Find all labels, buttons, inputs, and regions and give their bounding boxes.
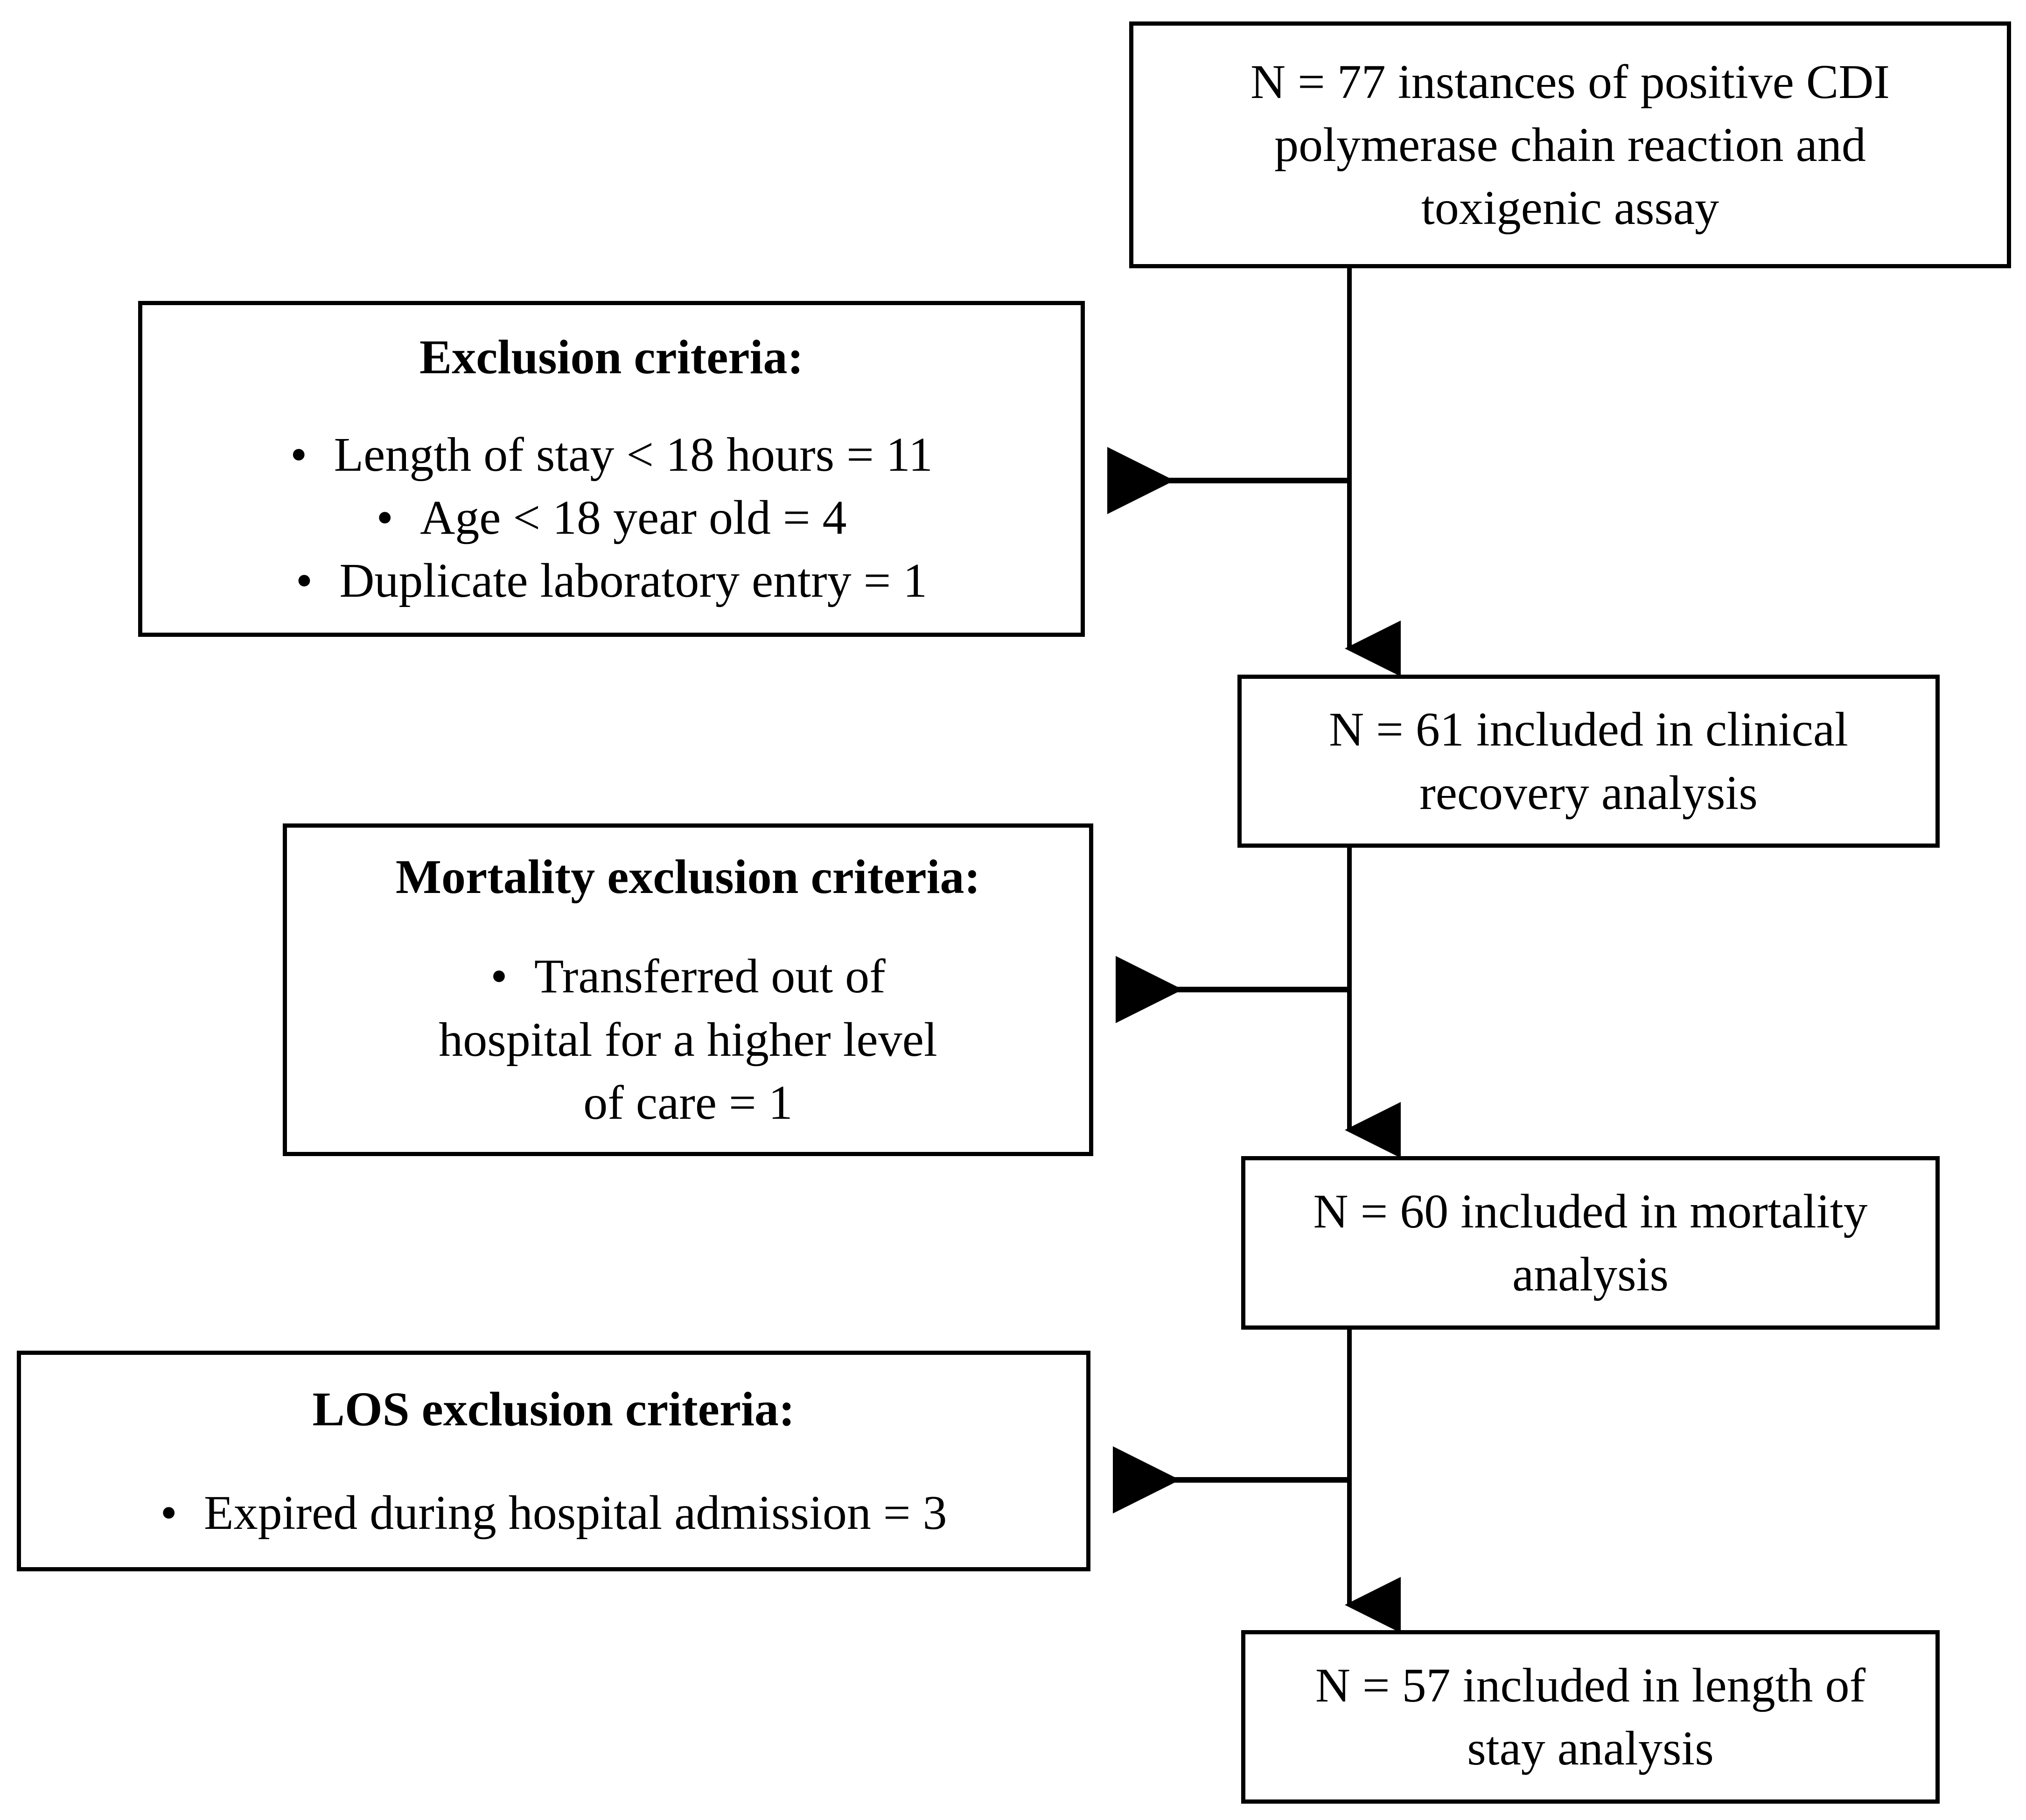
list-item: • Transferred out of: [287, 945, 1089, 1008]
exclusion-criteria-list: • Length of stay < 18 hours = 11 • Age < 1…: [142, 423, 1081, 613]
los-exclusion-title: LOS exclusion criteria:: [312, 1382, 795, 1436]
length-of-stay-line-2: stay analysis: [1467, 1722, 1714, 1775]
list-item: • Age < 18 year old = 4: [142, 486, 1081, 549]
node-source-cohort: N = 77 instances of positive CDI polymer…: [1129, 21, 2011, 268]
bullet-icon: •: [160, 1485, 177, 1540]
source-cohort-line-2: polymerase chain reaction and: [1274, 118, 1866, 172]
list-item: • Duplicate laboratory entry = 1: [142, 549, 1081, 612]
list-item-label: Expired during hospital admission = 3: [204, 1485, 947, 1540]
mortality-exclusion-title: Mortality exclusion criteria:: [395, 850, 981, 904]
bullet-icon: •: [376, 491, 393, 544]
clinical-recovery-line-2: recovery analysis: [1419, 766, 1758, 820]
list-item: • Length of stay < 18 hours = 11: [142, 423, 1081, 486]
mortality-cohort-line-2: analysis: [1512, 1248, 1669, 1301]
bullet-icon: •: [295, 554, 313, 608]
bullet-icon: •: [290, 427, 307, 481]
mortality-cohort-line-1: N = 60 included in mortality: [1313, 1184, 1868, 1238]
clinical-recovery-line-1: N = 61 included in clinical: [1329, 703, 1848, 757]
exclusion-criteria-title: Exclusion criteria:: [419, 330, 804, 384]
list-item: • Expired during hospital admission = 3: [21, 1481, 1086, 1544]
list-item-label: Length of stay < 18 hours = 11: [334, 427, 933, 481]
list-item-label: Age < 18 year old = 4: [420, 491, 847, 544]
list-item-label: Duplicate laboratory entry = 1: [339, 554, 928, 608]
source-cohort-line-3: toxigenic assay: [1421, 181, 1719, 235]
node-clinical-recovery-cohort: N = 61 included in clinical recovery ana…: [1237, 675, 1940, 848]
node-length-of-stay-cohort: N = 57 included in length of stay analys…: [1241, 1630, 1940, 1804]
bullet-icon: •: [490, 949, 508, 1004]
list-item-continuation: of care = 1: [287, 1071, 1089, 1134]
node-los-exclusion-criteria: LOS exclusion criteria: • Expired during …: [17, 1351, 1090, 1571]
length-of-stay-line-1: N = 57 included in length of: [1315, 1658, 1866, 1712]
mortality-exclusion-list: • Transferred out of hospital for a highe…: [287, 945, 1089, 1134]
node-mortality-exclusion-criteria: Mortality exclusion criteria: • Transferr…: [283, 823, 1093, 1156]
node-mortality-cohort: N = 60 included in mortality analysis: [1241, 1156, 1940, 1330]
source-cohort-line-1: N = 77 instances of positive CDI: [1250, 55, 1890, 109]
list-item-continuation: hospital for a higher level: [287, 1008, 1089, 1071]
list-item-label: of care = 1: [583, 1075, 793, 1130]
los-exclusion-list: • Expired during hospital admission = 3: [21, 1481, 1086, 1544]
list-item-label: hospital for a higher level: [439, 1012, 937, 1067]
node-exclusion-criteria: Exclusion criteria: • Length of stay < 18…: [138, 301, 1085, 637]
list-item-label: Transferred out of: [534, 949, 886, 1004]
